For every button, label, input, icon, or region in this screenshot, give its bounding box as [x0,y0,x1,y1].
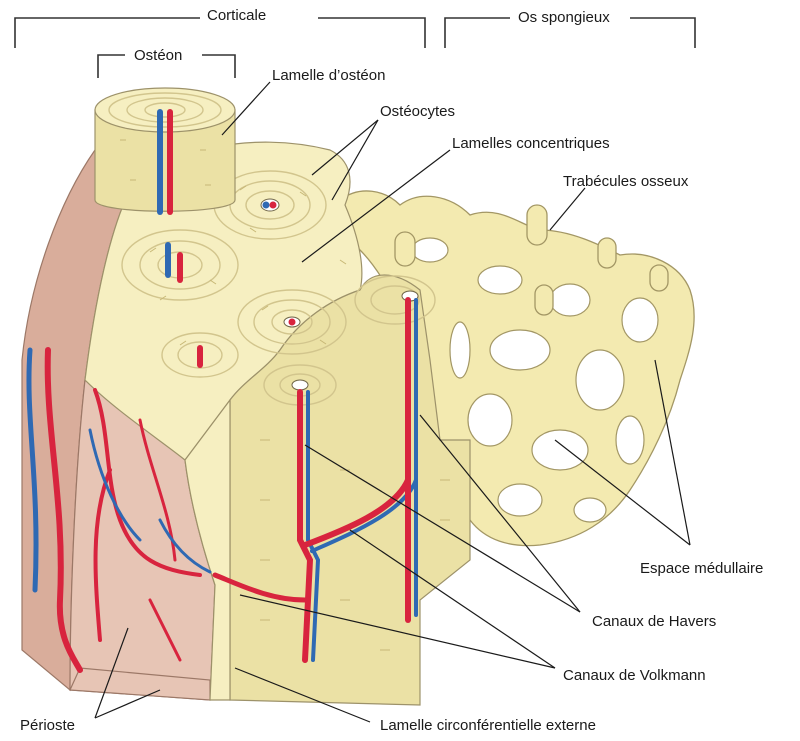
leader-perioste-1 [94,627,129,719]
label-canaux-havers: Canaux de Havers [592,613,716,630]
leader-havers-2 [419,414,581,613]
trabecula-stub [394,231,416,267]
vessel-dot-blue [262,201,270,209]
leader-volkmann-1 [349,529,556,669]
leader-espace-2 [554,439,691,546]
leader-osteocytes-1 [311,119,379,176]
periosteal-branch-vein [158,518,212,574]
label-osteon: Ostéon [134,47,182,64]
periosteal-branch-vein [88,428,142,542]
marrow-hole [573,497,607,523]
haversian-artery [297,389,314,663]
marrow-hole [467,393,513,447]
marrow-hole [549,283,591,317]
corticale-bracket [14,17,426,48]
osteon-bracket [97,54,236,78]
label-canaux-volkmann: Canaux de Volkmann [563,667,706,684]
trabecula-stub [649,264,669,292]
label-corticale: Corticale [207,7,266,24]
periosteum-vessels [26,347,212,673]
leader-lines [94,81,691,723]
leader-osteocytes-2 [331,119,379,201]
marrow-hole [575,349,625,411]
leader-lamelle-osteon [221,81,271,136]
label-lamelle-osteon: Lamelle d’ostéon [272,67,385,84]
marrow-hole [411,237,449,263]
vessel-dot-red [288,318,296,326]
label-lamelle-circ: Lamelle circonférentielle externe [380,717,596,734]
spongy-bone [338,190,695,547]
marrow-hole [449,321,471,379]
label-lamelles-concentriques: Lamelles concentriques [452,135,610,152]
haversian-canal [291,379,309,391]
periosteal-branch [93,388,202,577]
periosteal-branch [148,598,182,662]
periosteal-branch [93,468,112,642]
os-spongieux-bracket [444,17,696,48]
leader-volkmann-2 [239,594,556,669]
leader-lamelle-circ [234,667,371,723]
marrow-hole [497,483,543,517]
leader-espace-1 [654,359,691,546]
marrow-hole [477,265,523,295]
label-os-spongieux: Os spongieux [518,9,610,26]
label-osteocytes: Ostéocytes [380,103,455,120]
leader-lamelles-conc [301,149,451,263]
label-trabecules: Trabécules osseux [563,173,689,190]
marrow-hole [621,297,659,343]
volkmann-branch [212,572,308,603]
leader-perioste-2 [94,689,161,719]
front-vessels [212,297,418,663]
outer-circumferential-face [184,398,231,701]
marrow-hole [615,415,645,465]
trabecula-stub [534,284,554,316]
leader-havers-1 [304,444,581,613]
marrow-hole [531,429,589,471]
brackets [14,17,696,78]
periosteal-vein [26,347,39,593]
labels: Corticale Os spongieux Ostéon Lamelle d’… [20,7,763,734]
label-perioste: Périoste [20,717,75,734]
osteon-top [94,87,236,133]
leader-trabecules [549,187,586,231]
marrow-hole [489,329,551,371]
label-espace-medullaire: Espace médullaire [640,560,763,577]
trabecula-stub [597,237,617,269]
periosteal-artery [44,347,83,673]
osteon-cylinder [94,87,236,215]
vessel-dot-red [269,201,277,209]
trabecula-stub [526,204,548,246]
